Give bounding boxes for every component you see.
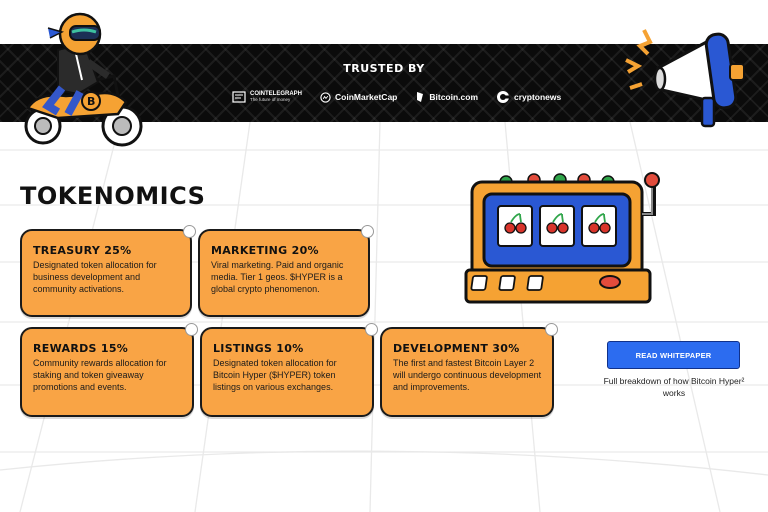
- card-body: The first and fastest Bitcoin Layer 2 wi…: [393, 358, 542, 393]
- card-corner-dot: [185, 323, 198, 336]
- svg-text:B: B: [87, 95, 95, 108]
- trusted-by-title: TRUSTED BY: [343, 62, 425, 75]
- card-body: Designated token allocation for Bitcoin …: [213, 358, 337, 393]
- card-corner-dot: [545, 323, 558, 336]
- tokenomics-card-rewards: REWARDS 15% Community rewards allocation…: [20, 323, 198, 417]
- tokenomics-card-marketing: MARKETING 20% Viral marketing. Paid and …: [198, 225, 374, 317]
- cherry-icon: [546, 213, 569, 234]
- card-body: Viral marketing. Paid and organic media.…: [211, 260, 344, 295]
- logo-cointelegraph[interactable]: COINTELEGRAPH The future of money: [232, 90, 302, 104]
- read-whitepaper-button[interactable]: READ WHITEPAPER: [607, 341, 740, 369]
- cryptonews-icon: [497, 91, 510, 103]
- tokenomics-card-development: DEVELOPMENT 30% The first and fastest Bi…: [380, 323, 558, 417]
- tokenomics-title: TOKENOMICS: [20, 182, 206, 210]
- card-corner-dot: [361, 225, 374, 238]
- megaphone-illustration: [625, 29, 745, 128]
- tokenomics-card-listings: LISTINGS 10% Designated token allocation…: [200, 323, 378, 417]
- cointelegraph-icon: [232, 91, 246, 103]
- logo-name: Bitcoin.com: [429, 92, 479, 102]
- logo-cryptonews[interactable]: cryptonews: [496, 90, 561, 104]
- card-title: MARKETING 20%: [211, 244, 319, 257]
- logo-name: COINTELEGRAPH: [250, 91, 303, 98]
- logo-name: cryptonews: [514, 92, 562, 102]
- card-corner-dot: [365, 323, 378, 336]
- card-body: Community rewards allocation for staking…: [33, 358, 167, 393]
- tokenomics-card-treasury: TREASURY 25% Designated token allocation…: [20, 225, 196, 317]
- logo-name: CoinMarketCap: [335, 92, 398, 102]
- cherry-icon: [588, 213, 611, 234]
- logo-tagline: The future of money: [250, 96, 291, 102]
- slot-machine-illustration: [464, 172, 660, 304]
- card-body: Designated token allocation for business…: [33, 260, 157, 295]
- logo-bitcoin-com[interactable]: Bitcoin.com: [415, 91, 478, 103]
- card-title: LISTINGS 10%: [213, 342, 304, 355]
- card-title: REWARDS 15%: [33, 342, 129, 355]
- card-corner-dot: [183, 225, 196, 238]
- card-title: DEVELOPMENT 30%: [393, 342, 520, 355]
- coinmarketcap-icon: [320, 91, 331, 103]
- cherry-icon: [504, 213, 527, 234]
- whitepaper-note: Full breakdown of how Bitcoin Hyper² wor…: [603, 376, 745, 398]
- card-title: TREASURY 25%: [33, 244, 132, 257]
- partner-logos: COINTELEGRAPH The future of money CoinMa…: [232, 90, 561, 104]
- motorbike-rider-illustration: B: [24, 12, 143, 147]
- logo-coinmarketcap[interactable]: CoinMarketCap: [320, 91, 398, 103]
- bitcoin-com-icon: [417, 92, 424, 102]
